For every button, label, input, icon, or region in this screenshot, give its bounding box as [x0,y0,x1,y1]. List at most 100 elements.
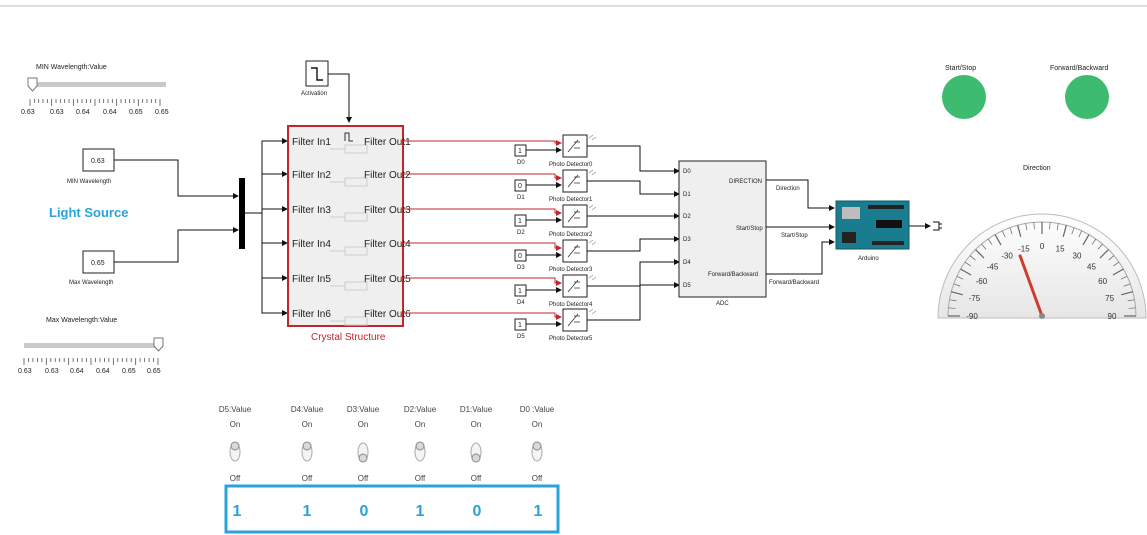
gauge-label-0: -90 [966,312,978,321]
crystal-box[interactable] [288,126,403,326]
adc-input-3: D3 [683,237,691,243]
activation-label: Activation [301,91,327,97]
min-const-value: 0.63 [91,158,105,165]
adc-out-direction: DIRECTION [729,179,762,185]
switch-title-3: D2:Value [404,405,437,414]
wire-detector-to-adc [587,181,679,194]
light-rays-icon [589,205,596,210]
detector-dlabel-0: D0 [517,160,525,166]
crystal-output-1: Filter Out1 [364,137,411,148]
switch-title-5: D0 :Value [520,405,555,414]
wire-detector-to-adc [587,262,679,286]
switch-off-label-0: Off [230,474,241,483]
min-wavelength-slider[interactable]: MIN Wavelength:Value 0.63 0.63 0.64 0.64… [21,64,169,116]
gauge-label-12: 90 [1108,312,1117,321]
detector-box-2[interactable] [563,205,587,227]
switch-off-label-5: Off [532,474,543,483]
wire-crystal-to-detector [403,141,561,143]
detector-box-0[interactable] [563,135,587,157]
crystal-input-3: Filter In3 [292,205,331,216]
lamp-startstop[interactable] [942,75,986,119]
crystal-output-2: Filter Out2 [364,170,411,181]
switch-off-label-2: Off [358,474,369,483]
crystal-input-5: Filter In5 [292,274,331,285]
wire-mux-out [245,213,287,243]
arduino-label: Arduino [858,256,879,262]
bits-output-box [226,486,558,532]
light-rays-icon [589,170,596,175]
max-tick-0: 0.63 [18,368,32,375]
bit-value-5: 1 [534,503,543,520]
wire-crystal-to-detector [403,313,561,317]
switch-on-label-2: On [358,420,369,429]
detector-box-1[interactable] [563,170,587,192]
crystal-input-4: Filter In4 [292,239,331,250]
switch-off-label-4: Off [471,474,482,483]
detector-name-1: Photo Detector1 [549,197,593,203]
adc-input-1: D1 [683,192,691,198]
detector-name-4: Photo Detector4 [549,302,593,308]
gauge-label-10: 60 [1098,277,1107,286]
adc-input-4: D4 [683,260,691,266]
crystal-output-3: Filter Out3 [364,205,411,216]
status-lamps: Start/Stop Forward/Backward [942,65,1109,119]
wire-detector-to-adc [587,239,679,251]
arduino-block[interactable]: Arduino [836,201,942,262]
wire-detector-to-adc [587,146,679,171]
wire-mux-out [245,213,287,313]
adc-to-arduino-wires: Direction Start/Stop Forward/Backward [766,180,834,286]
adc-out-startstop: Start/Stop [736,226,763,232]
min-slider-title: MIN Wavelength:Value [36,64,107,71]
adc-input-5: D5 [683,283,691,289]
light-source-title: Light Source [49,205,128,220]
lamp-fwdbwd[interactable] [1065,75,1109,119]
lamp-fwdbwd-title: Forward/Backward [1050,65,1108,72]
min-slider-thumb[interactable] [28,78,37,91]
detector-box-3[interactable] [563,240,587,262]
gauge-label-2: -60 [976,277,988,286]
detector-box-5[interactable] [563,309,587,331]
gauge-hub [1039,313,1045,319]
mcu-chip [876,220,902,228]
wire-mux-out [245,141,287,213]
detector-const-value-3: 0 [518,253,522,260]
switch-title-1: D4:Value [291,405,324,414]
min-tick-5: 0.65 [155,109,169,116]
switch-lever-2 [359,454,367,462]
mux-to-crystal-wires [245,141,287,313]
min-tick-1: 0.63 [50,109,64,116]
detector-box-4[interactable] [563,275,587,297]
switch-lever-3 [416,442,424,450]
min-tick-3: 0.64 [103,109,117,116]
adc-input-2: D2 [683,214,691,220]
crystal-output-6: Filter Out6 [364,309,411,320]
crystal-input-2: Filter In2 [292,170,331,181]
switch-lever-1 [303,442,311,450]
switch-lever-5 [533,442,541,450]
min-slider-scale [30,99,160,106]
max-tick-5: 0.65 [147,368,161,375]
min-const-label: MIN Wavelength [67,179,111,185]
crystal-title: Crystal Structure [311,332,386,343]
usb-port [842,207,860,219]
max-wavelength-slider[interactable]: Max Wavelength:Value 0.63 0.63 0.64 0.64… [18,317,163,375]
mux-block[interactable] [239,178,245,249]
activation-block[interactable]: Activation [301,61,349,122]
header-top [868,205,904,209]
max-slider-thumb[interactable] [154,338,163,351]
